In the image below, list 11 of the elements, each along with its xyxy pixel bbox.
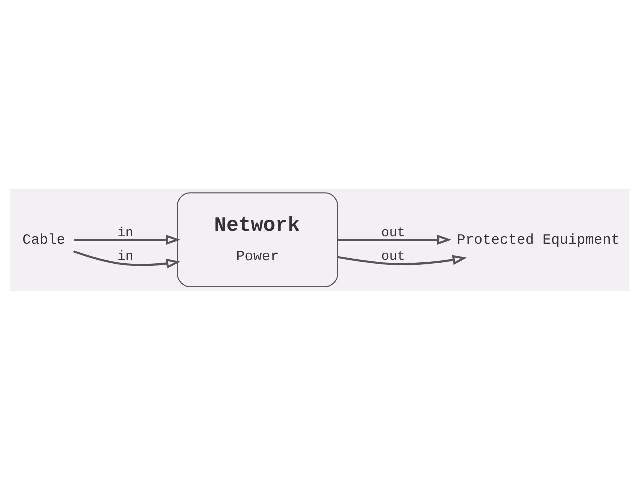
node-text: Cable bbox=[22, 232, 66, 249]
edge-label: in bbox=[118, 225, 134, 240]
node-text: Protected Equipment bbox=[457, 232, 620, 249]
edge-label: out bbox=[382, 248, 406, 264]
node-box: Network Power bbox=[177, 192, 338, 288]
edge-label: out bbox=[382, 225, 406, 240]
arrow bbox=[338, 255, 468, 266]
arrow bbox=[74, 250, 181, 269]
arrow bbox=[338, 235, 452, 245]
edge-label: in bbox=[118, 248, 134, 264]
arrow bbox=[74, 235, 181, 245]
